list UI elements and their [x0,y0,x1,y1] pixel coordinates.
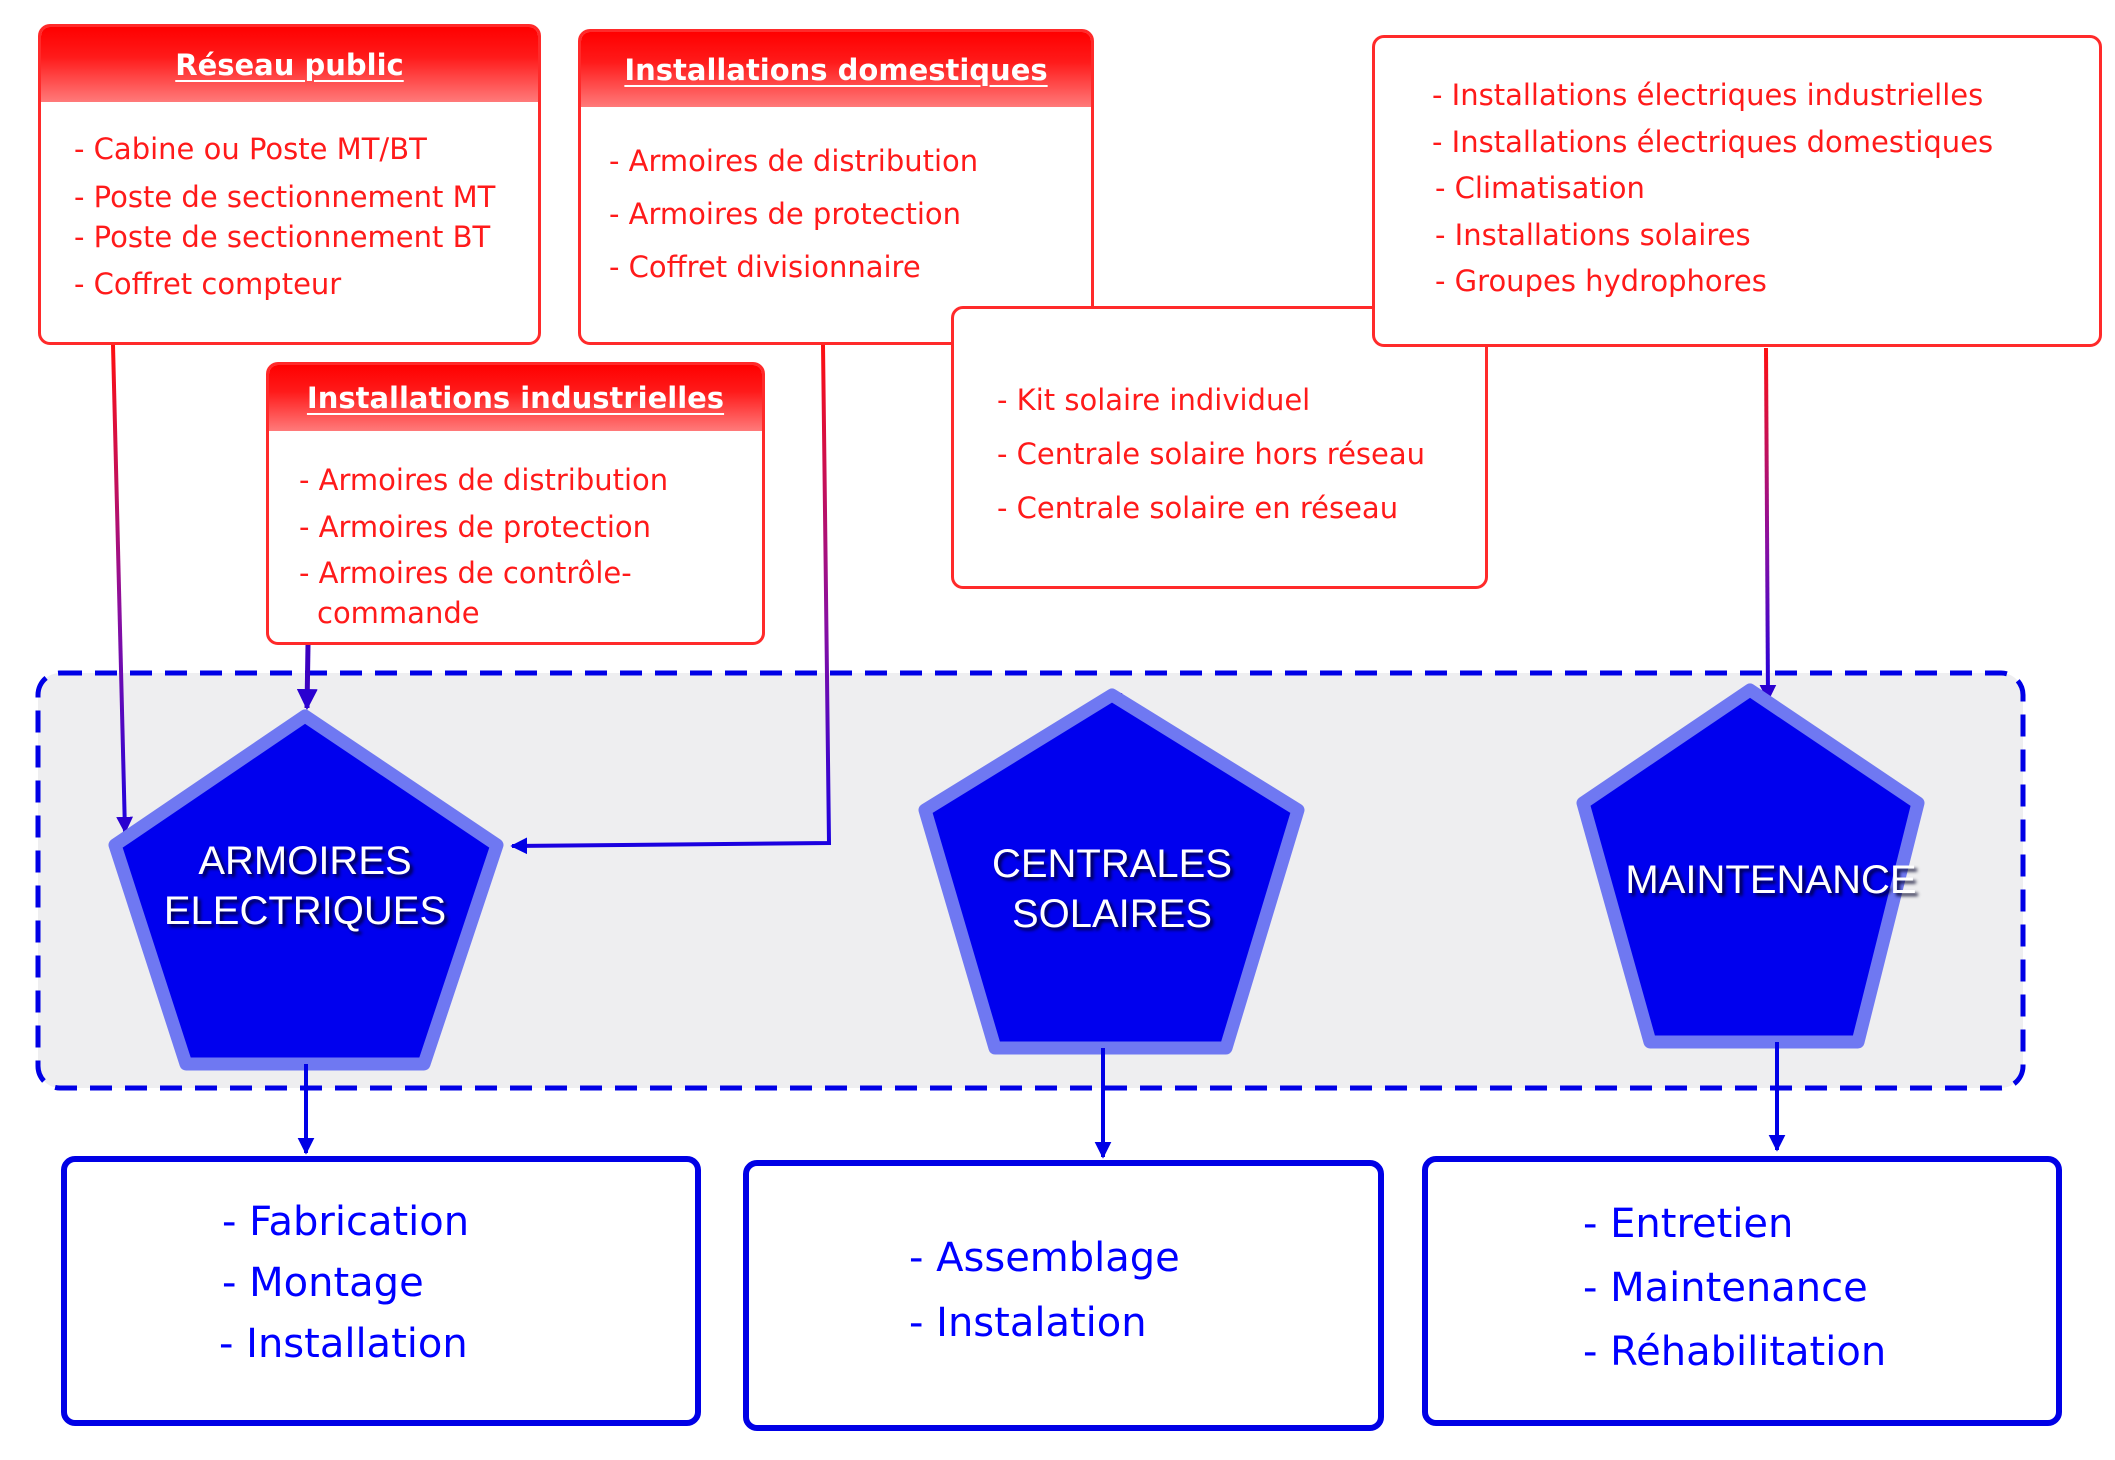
source-header-reseau-public: Réseau public [41,27,538,102]
list-item: - Montage [222,1260,424,1306]
list-item: - Kit solaire individuel [997,383,1311,417]
pole-label-line: ARMOIRES [198,839,412,883]
list-item: - Armoires de protection [299,510,652,544]
list-item: - Maintenance [1583,1265,1868,1311]
pole-pentagon-maintenance [1576,683,1925,1049]
source-items: - Armoires de distribution - Armoires de… [299,457,668,631]
connector-reseau-to-armoires [111,344,134,834]
pole-label-maintenance: MAINTENANCE [1625,855,1916,905]
list-item: commande [317,596,480,630]
outcome-box-centrales: - Assemblage - Instalation [743,1160,1384,1431]
connector-maintenance-to-maintenance [1759,347,1777,702]
outcome-items: - Assemblage - Instalation [909,1226,1180,1356]
list-item: - Centrale solaire en réseau [997,491,1399,525]
list-item: - Poste de sectionnement MT [74,180,496,214]
outcome-box-armoires: - Fabrication - Montage - Installation [61,1156,701,1426]
source-title: Réseau public [175,47,404,82]
list-item: - Entretien [1583,1201,1794,1247]
pole-label-centrales: CENTRALES SOLAIRES [992,839,1232,939]
pole-label-armoires: ARMOIRES ELECTRIQUES [164,836,446,936]
list-item: - Groupes hydrophores [1435,264,1767,298]
source-header-installations-domestiques: Installations domestiques [581,32,1091,107]
list-item: - Armoires de distribution [299,463,669,497]
outcome-box-maintenance: - Entretien - Maintenance - Réhabilitati… [1422,1156,2062,1426]
pole-label-line: MAINTENANCE [1625,858,1917,902]
source-box-reseau-public: Réseau public - Cabine ou Poste MT/BT - … [38,24,541,345]
list-item: - Installations électriques industrielle… [1432,78,1984,112]
list-item: - Armoires de distribution [609,144,979,178]
pole-pentagon-centrales [918,688,1305,1055]
source-box-maintenance: - Installations électriques industrielle… [1372,35,2102,347]
source-header-installations-industrielles: Installations industrielles [269,365,762,431]
list-item: - Installations solaires [1435,217,1751,252]
outcome-items: - Fabrication - Montage - Installation [219,1192,470,1375]
connector-industrielles-to-armoires [296,644,318,711]
list-item: - Réhabilitation [1583,1329,1887,1375]
pole-label-line: SOLAIRES [1011,892,1213,936]
list-item: - Centrale solaire hors réseau [997,437,1426,471]
source-items: - Cabine ou Poste MT/BT - Poste de secti… [74,127,495,307]
source-box-solaire: - Kit solaire individuel - Centrale sola… [951,306,1488,589]
list-item: - Installations électriques domestiques [1432,124,1994,159]
source-box-installations-industrielles: Installations industrielles - Armoires d… [266,362,765,645]
connector-domestiques-to-armoires [510,344,832,855]
pole-label-line: ELECTRIQUES [163,889,447,933]
source-title: Installations industrielles [306,381,725,415]
list-item: - Instalation [909,1300,1147,1346]
source-items: - Installations électriques industrielle… [1432,72,1993,305]
list-item: - Cabine ou Poste MT/BT [74,132,427,166]
pole-label-line: CENTRALES [991,842,1233,886]
source-items: - Kit solaire individuel - Centrale sola… [997,373,1425,535]
list-item: - Installation [219,1321,468,1367]
list-item: - Coffret divisionnaire [609,250,921,284]
list-item: - Assemblage [909,1235,1180,1281]
list-item: - Coffret compteur [74,267,342,301]
list-item: - Climatisation [1435,171,1645,205]
source-title: Installations domestiques [624,52,1048,87]
outcome-items: - Entretien - Maintenance - Réhabilitati… [1583,1192,1886,1384]
source-box-installations-domestiques: Installations domestiques - Armoires de … [578,29,1094,345]
source-items: - Armoires de distribution - Armoires de… [609,135,978,294]
list-item: - Armoires de protection [609,197,962,231]
list-item: - Poste de sectionnement BT [74,220,491,254]
list-item: - Armoires de contrôle- [299,556,632,590]
list-item: - Fabrication [222,1199,470,1245]
